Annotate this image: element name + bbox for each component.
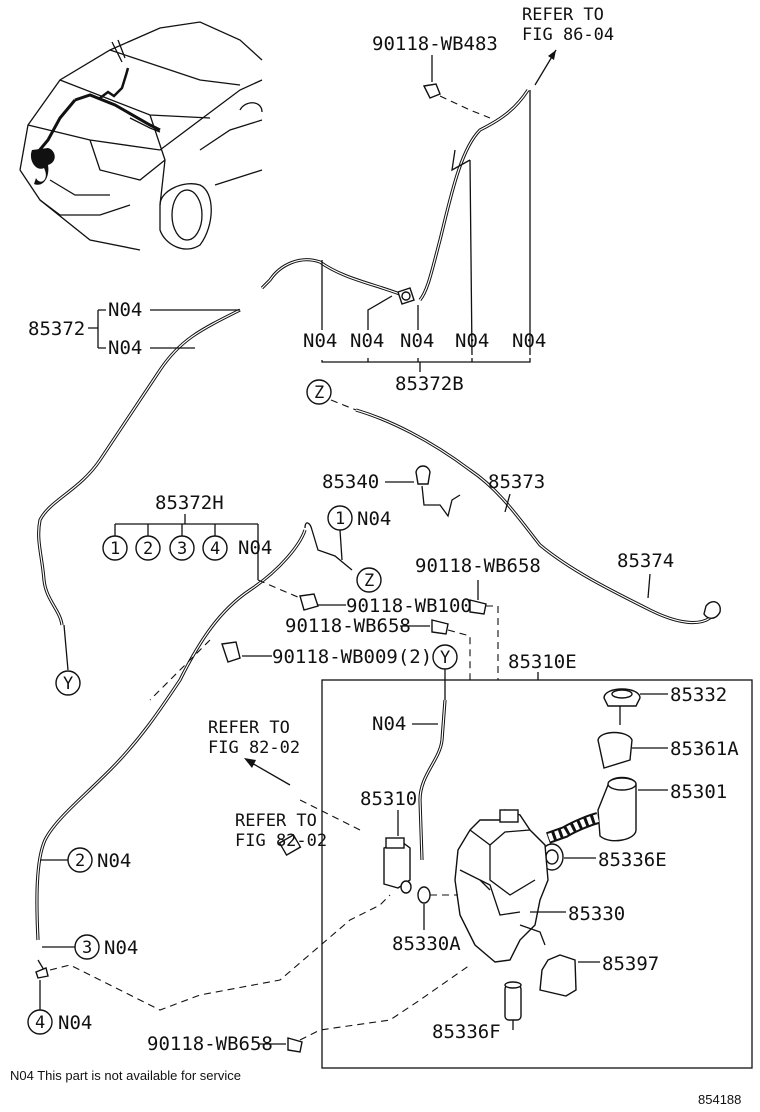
connector-fig82 xyxy=(278,833,302,857)
callout-z-top-text: Z xyxy=(314,383,324,403)
ref-fig82b-line1: REFER TO xyxy=(235,811,317,831)
label-n04-2: N04 xyxy=(97,850,131,872)
vehicle-illustration xyxy=(19,21,263,251)
label-85374: 85374 xyxy=(617,550,674,572)
strap-85361a xyxy=(597,731,633,769)
ref-fig82b-line2: FIG 82-02 xyxy=(235,831,327,851)
callout-1-text: 1 xyxy=(110,539,120,559)
label-n04-3: N04 xyxy=(104,937,138,959)
bolt-90118-wb658-a xyxy=(469,599,487,615)
label-n04-c5: N04 xyxy=(512,330,546,352)
callout-z-mid xyxy=(356,567,382,593)
callout-2-text: 2 xyxy=(143,539,153,559)
ref-fig82a-line2: FIG 82-02 xyxy=(208,738,300,758)
label-85340: 85340 xyxy=(322,471,379,493)
ref-fig82a-line1: REFER TO xyxy=(208,718,290,738)
label-85372b: 85372B xyxy=(395,373,464,395)
label-n04-1: N04 xyxy=(357,508,391,530)
callout-4b xyxy=(27,1009,53,1035)
label-85361a: 85361A xyxy=(670,738,739,760)
callout-y-left-text: Y xyxy=(63,674,73,694)
label-90118-wb100: 90118-WB100 xyxy=(346,595,472,617)
label-85336f: 85336F xyxy=(432,1021,501,1043)
callout-3b-text: 3 xyxy=(82,938,92,958)
nozzle-85374 xyxy=(703,601,721,619)
label-85310: 85310 xyxy=(360,788,417,810)
label-85330a: 85330A xyxy=(392,933,461,955)
label-n04-c2: N04 xyxy=(350,330,384,352)
callout-z-mid-text: Z xyxy=(364,571,374,591)
label-85397: 85397 xyxy=(602,953,659,975)
callout-2b-text: 2 xyxy=(75,851,85,871)
callout-z-top xyxy=(306,379,332,405)
footer-note: N04 This part is not available for servi… xyxy=(10,1068,241,1083)
callout-1b-text: 1 xyxy=(335,509,345,529)
washer-tank-85330 xyxy=(454,809,549,963)
assembly-85310e-box xyxy=(321,679,753,1069)
callout-4 xyxy=(202,535,228,561)
label-n04-a: N04 xyxy=(108,299,142,321)
label-90118-wb483: 90118-WB483 xyxy=(372,33,498,55)
callout-y-mid-text: Y xyxy=(440,648,450,668)
diagram-id: 854188 xyxy=(698,1092,741,1107)
label-85330: 85330 xyxy=(568,903,625,925)
label-85310e: 85310E xyxy=(508,651,577,673)
label-n04-b: N04 xyxy=(108,337,142,359)
clip-90118-wb100 xyxy=(299,593,319,611)
label-85372h: 85372H xyxy=(155,492,224,514)
callout-3 xyxy=(169,535,195,561)
grommet-85330a xyxy=(417,886,431,904)
label-n04-h: N04 xyxy=(238,537,272,559)
label-85372: 85372 xyxy=(28,318,85,340)
bolt-90118-wb658-b xyxy=(431,619,449,635)
wire-85397 xyxy=(539,954,577,997)
label-85301: 85301 xyxy=(670,781,727,803)
clip-90118-wb009 xyxy=(221,641,241,663)
bolt-90118-wb483 xyxy=(422,83,441,99)
nozzle-85340 xyxy=(415,465,431,485)
label-90118-wb009: 90118-WB009(2) xyxy=(272,646,432,668)
label-85336e: 85336E xyxy=(598,849,667,871)
callout-2 xyxy=(135,535,161,561)
label-90118-wb658-a: 90118-WB658 xyxy=(415,555,541,577)
label-90118-wb658-c: 90118-WB658 xyxy=(147,1033,273,1055)
label-n04-c1: N04 xyxy=(303,330,337,352)
callout-y-left xyxy=(55,670,81,696)
label-n04-y: N04 xyxy=(372,713,406,735)
ref-fig86-line2: FIG 86-04 xyxy=(522,25,614,45)
callout-1 xyxy=(102,535,128,561)
label-85332: 85332 xyxy=(670,684,727,706)
callout-4-text: 4 xyxy=(210,539,220,559)
ref-fig86-line1: REFER TO xyxy=(522,5,604,25)
label-n04-4: N04 xyxy=(58,1012,92,1034)
label-n04-c3: N04 xyxy=(400,330,434,352)
label-85373: 85373 xyxy=(488,471,545,493)
label-n04-c4: N04 xyxy=(455,330,489,352)
callout-3-text: 3 xyxy=(177,539,187,559)
bolt-90118-wb658-c xyxy=(287,1037,303,1053)
label-90118-wb658-b: 90118-WB658 xyxy=(285,615,411,637)
sensor-85336f xyxy=(504,984,522,1021)
callout-4b-text: 4 xyxy=(35,1013,45,1033)
